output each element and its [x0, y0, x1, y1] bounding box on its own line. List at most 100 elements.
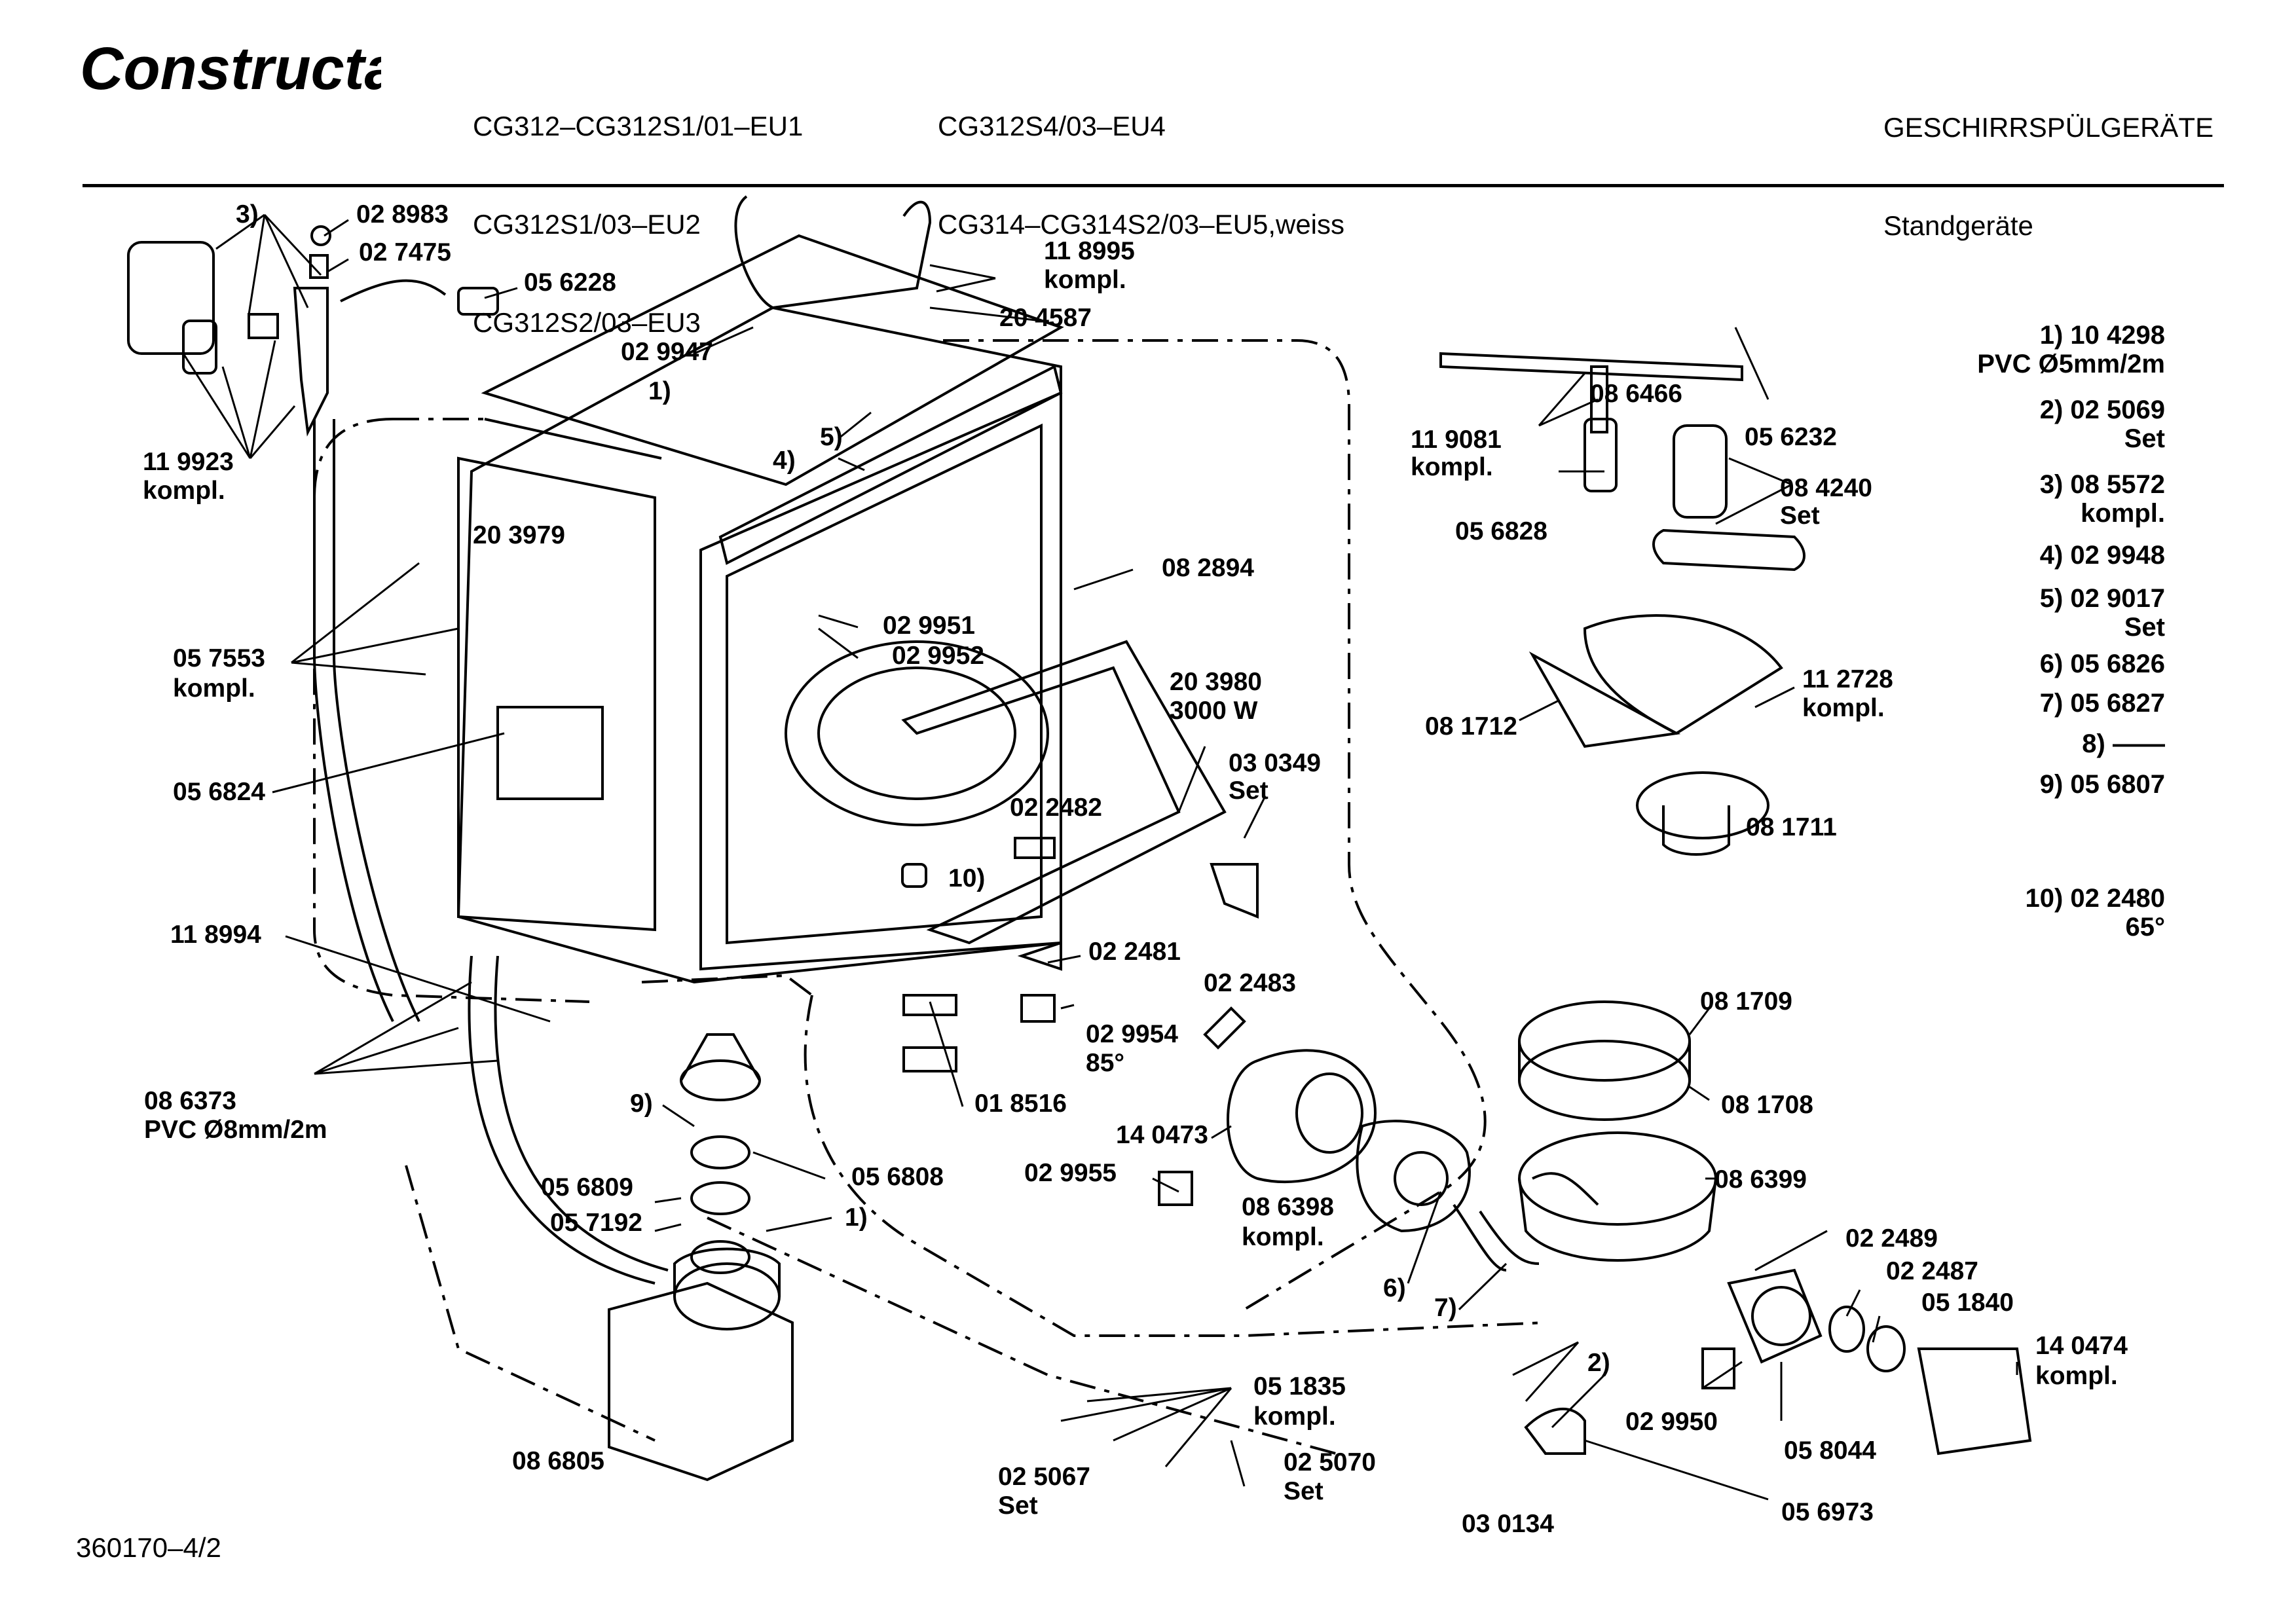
base-outline-dash — [641, 974, 1546, 1337]
drawing-number: 360170–4/2 — [76, 1532, 221, 1563]
callout-022487: 02 2487 — [1886, 1257, 1978, 1285]
water-softener — [608, 1247, 794, 1482]
callout-086805: 08 6805 — [512, 1447, 604, 1475]
callout-084240-set: Set — [1780, 502, 1820, 530]
logo-wordmark: Constructa — [80, 35, 381, 102]
callout-118995-kompl: kompl. — [1044, 266, 1126, 294]
callout-025070-set: Set — [1284, 1477, 1324, 1505]
callout-086399: 08 6399 — [1714, 1165, 1807, 1194]
legend-note: kompl. — [2081, 499, 2165, 528]
callout-140473: 14 0473 — [1116, 1121, 1208, 1149]
callout-086466: 08 6466 — [1590, 380, 1682, 408]
callout-203980-watt: 3000 W — [1170, 697, 1258, 725]
callout-051840: 05 1840 — [1921, 1289, 2014, 1317]
callout-056808: 05 6808 — [851, 1163, 944, 1191]
callout-029954: 02 9954 — [1086, 1020, 1178, 1048]
legend-item-9: 9) 05 6807 — [2040, 770, 2165, 799]
callout-022481: 02 2481 — [1088, 938, 1181, 966]
callout-025067: 02 5067 — [998, 1463, 1090, 1491]
callout-203979: 20 3979 — [473, 521, 565, 549]
inlet-valve-assembly — [127, 225, 499, 1022]
callout-022483: 02 2483 — [1204, 969, 1296, 997]
legend-key: 10) — [2025, 884, 2064, 913]
callout-204587: 20 4587 — [999, 304, 1092, 332]
legend-item-8: 8) —— — [2082, 729, 2165, 758]
callout-029955: 02 9955 — [1024, 1159, 1117, 1187]
callout-057553: 05 7553 — [173, 644, 265, 672]
callout-9: 9) — [630, 1090, 653, 1118]
callout-057192: 05 7192 — [550, 1209, 642, 1237]
legend-value: 02 5069 — [2070, 395, 2165, 424]
legend-value: 05 6826 — [2070, 650, 2165, 678]
callout-119081-kompl: kompl. — [1411, 453, 1493, 481]
callout-081708: 08 1708 — [1721, 1091, 1813, 1119]
callout-029954-deg: 85° — [1086, 1049, 1124, 1077]
legend-key: 8) — [2082, 729, 2105, 758]
callout-112728-kompl: kompl. — [1802, 694, 1885, 722]
model-line: CG312S1/03–EU2 — [473, 209, 701, 240]
callout-029947: 02 9947 — [621, 338, 713, 366]
callout-022482: 02 2482 — [1010, 794, 1102, 822]
upper-spray-arm — [1439, 352, 1805, 572]
legend-key: 9) — [2039, 770, 2064, 799]
drain-hose — [468, 955, 669, 1285]
callout-029952: 02 9952 — [892, 642, 984, 670]
legend-value: 02 9948 — [2070, 541, 2165, 570]
filter-assembly — [1528, 614, 1783, 856]
legend-item-6: 6) 05 6826 — [2040, 650, 2165, 678]
legend-value: —— — [2113, 729, 2165, 758]
callout-027475: 02 7475 — [359, 238, 451, 266]
callout-030349: 03 0349 — [1229, 749, 1321, 777]
callout-081711: 08 1711 — [1746, 813, 1837, 841]
leader-lines — [182, 213, 2018, 1501]
callout-3: 3) — [236, 200, 259, 229]
callout-028983: 02 8983 — [356, 200, 449, 229]
callout-10: 10) — [948, 864, 985, 892]
callout-030349-set: Set — [1229, 777, 1268, 805]
sump-rings — [1518, 1000, 1691, 1121]
door-seal — [718, 365, 1063, 565]
callout-081709: 08 1709 — [1700, 987, 1792, 1016]
callout-058044: 05 8044 — [1784, 1437, 1876, 1465]
hose-outline-dash — [405, 1165, 1337, 1455]
callout-6: 6) — [1383, 1274, 1406, 1302]
legend-key: 3) — [2039, 470, 2064, 499]
model-list-2: CG312S4/03–EU4 CG314–CG314S2/03–EU5,weis… — [938, 45, 1344, 274]
callout-1-top: 1) — [648, 377, 671, 405]
callout-119081: 11 9081 — [1411, 426, 1502, 454]
callout-086373-pvc: PVC Ø8mm/2m — [144, 1116, 327, 1144]
tub-body — [456, 195, 1064, 984]
legend-value: 10 4298 — [2070, 321, 2165, 350]
subcategory-title: Standgeräte — [1883, 210, 2033, 241]
callout-056232: 05 6232 — [1745, 423, 1837, 451]
callout-084240: 08 4240 — [1780, 474, 1872, 502]
callout-4: 4) — [773, 447, 796, 475]
legend-note: Set — [2124, 424, 2165, 453]
callout-086398-kompl: kompl. — [1242, 1223, 1324, 1251]
legend-key: 2) — [2039, 395, 2064, 424]
legend-key: 5) — [2039, 584, 2064, 613]
category-title: GESCHIRRSPÜLGERÄTE — [1883, 112, 2214, 143]
callout-056809: 05 6809 — [541, 1173, 633, 1201]
softener-gaskets — [680, 1033, 761, 1274]
callout-051835: 05 1835 — [1253, 1372, 1346, 1401]
legend-value: 05 6827 — [2070, 689, 2165, 718]
legend-key: 7) — [2039, 689, 2064, 718]
circulation-pump — [1227, 1049, 1471, 1233]
constructa-logo: Constructa — [80, 35, 381, 102]
door-outline-dash — [313, 418, 590, 1003]
callout-labels: 02 8983 02 7475 05 6228 3) 11 9923 kompl… — [143, 200, 2128, 1538]
legend-note: 65° — [2125, 913, 2166, 942]
tub-outline-dash — [943, 339, 1487, 1311]
callout-086398: 08 6398 — [1242, 1193, 1334, 1221]
callout-7: 7) — [1434, 1294, 1457, 1322]
callout-112728: 11 2728 — [1802, 665, 1893, 693]
callout-025070: 02 5070 — [1284, 1448, 1376, 1476]
callout-5: 5) — [820, 423, 843, 451]
legend-key: 4) — [2039, 541, 2064, 570]
